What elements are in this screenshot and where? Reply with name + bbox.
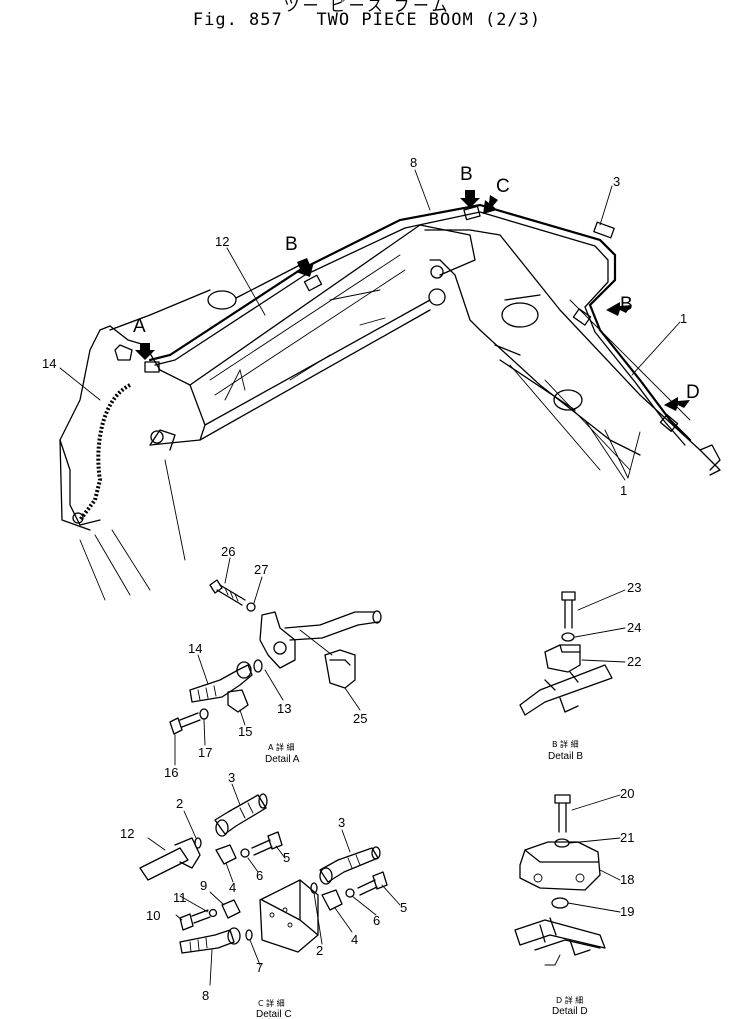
detail-b-drawing bbox=[519, 589, 626, 716]
part-5-upper: 5 bbox=[283, 850, 290, 865]
part-8-main: 8 bbox=[410, 155, 417, 170]
detail-c-drawing bbox=[139, 783, 401, 986]
part-25: 25 bbox=[353, 711, 367, 726]
part-7: 7 bbox=[256, 960, 263, 975]
detail-a-jp: A 詳 細 bbox=[268, 742, 295, 752]
part-9: 9 bbox=[200, 878, 207, 893]
part-12-main: 12 bbox=[215, 234, 229, 249]
callout-d: D bbox=[686, 382, 700, 403]
detail-a-drawing bbox=[169, 557, 382, 766]
callout-arrows bbox=[135, 190, 690, 411]
part-11: 11 bbox=[173, 890, 187, 905]
part-23: 23 bbox=[627, 580, 641, 595]
part-4-upper: 4 bbox=[229, 880, 236, 895]
boom-body bbox=[59, 224, 721, 601]
part-8-detail: 8 bbox=[202, 988, 209, 1003]
detail-c-jp: C 詳 細 bbox=[258, 998, 285, 1008]
part-15: 15 bbox=[238, 724, 252, 739]
callout-b-arm: B bbox=[620, 294, 633, 315]
part-5-lower: 5 bbox=[400, 900, 407, 915]
detail-b-jp: B 詳 細 bbox=[552, 739, 579, 749]
japanese-title: ツー ピース ブーム bbox=[283, 0, 451, 15]
part-14-main: 14 bbox=[42, 356, 56, 371]
part-17: 17 bbox=[198, 745, 212, 760]
callout-c: C bbox=[496, 176, 510, 197]
part-27: 27 bbox=[254, 562, 268, 577]
boom-hoses bbox=[78, 203, 692, 522]
part-14-detail: 14 bbox=[188, 641, 202, 656]
part-6-lower: 6 bbox=[373, 913, 380, 928]
detail-d-drawing bbox=[514, 794, 621, 966]
part-1-upper: 1 bbox=[680, 311, 687, 326]
part-3-main: 3 bbox=[613, 174, 620, 189]
figure-title: Fig. 857 TWO PIECE BOOM (2/3) bbox=[192, 10, 542, 30]
callout-b-boom: B bbox=[285, 234, 298, 255]
part-13: 13 bbox=[277, 701, 291, 716]
boom-clamps bbox=[144, 205, 679, 432]
part-10: 10 bbox=[146, 908, 160, 923]
callout-b-top: B bbox=[460, 164, 473, 185]
callout-a: A bbox=[133, 316, 146, 337]
part-24: 24 bbox=[627, 620, 641, 635]
part-2-lower: 2 bbox=[316, 943, 323, 958]
detail-d-jp: D 詳 細 bbox=[556, 995, 583, 1005]
detail-b-caption: Detail B bbox=[548, 751, 583, 762]
part-1-lower: 1 bbox=[620, 483, 627, 498]
detail-d-caption: Detail D bbox=[552, 1006, 588, 1017]
part-3-upper: 3 bbox=[228, 770, 235, 785]
detail-a-caption: Detail A bbox=[265, 754, 300, 765]
part-3-lower: 3 bbox=[338, 815, 345, 830]
part-16: 16 bbox=[164, 765, 178, 780]
part-6-upper: 6 bbox=[256, 868, 263, 883]
part-12-detail: 12 bbox=[120, 826, 134, 841]
detail-c-caption: Detail C bbox=[256, 1009, 292, 1019]
part-18: 18 bbox=[620, 872, 634, 887]
main-leaders bbox=[59, 169, 681, 479]
part-4-lower: 4 bbox=[351, 932, 358, 947]
part-21: 21 bbox=[620, 830, 634, 845]
part-26: 26 bbox=[221, 544, 235, 559]
part-2-upper: 2 bbox=[176, 796, 183, 811]
part-22: 22 bbox=[627, 654, 641, 669]
part-20: 20 bbox=[620, 786, 634, 801]
part-19: 19 bbox=[620, 904, 634, 919]
